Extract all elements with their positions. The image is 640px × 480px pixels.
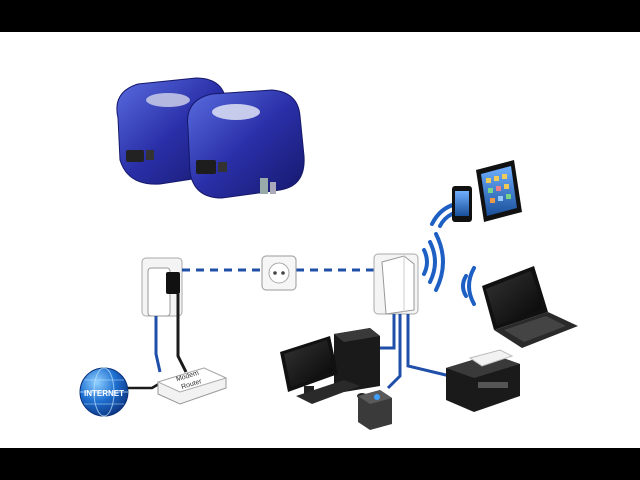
left-wall-socket-with-adapter [141,257,183,317]
laptop-icon [482,266,578,348]
modem-router-icon: Modem Router [156,367,228,405]
cable-adapter-router-blue [154,316,162,373]
printer-icon [446,349,520,412]
wifi-signal-icon [422,202,476,306]
internet-globe-icon: INTERNET [79,367,129,417]
tablet-icon [476,160,522,222]
desktop-pc-icon [280,328,380,404]
cable-adapter-router-black [176,294,188,373]
powerline-adapter-pair-icon [116,77,305,199]
bottom-letterbox [0,448,640,480]
storage-box-icon [358,390,392,430]
wall-socket-icon [261,255,297,291]
cable-to-storage [386,314,402,390]
smartphone-icon [452,186,472,222]
internet-label: INTERNET [84,389,124,398]
right-wall-socket-with-adapter [373,253,419,315]
top-letterbox [0,0,640,32]
cable-to-printer [406,314,451,378]
